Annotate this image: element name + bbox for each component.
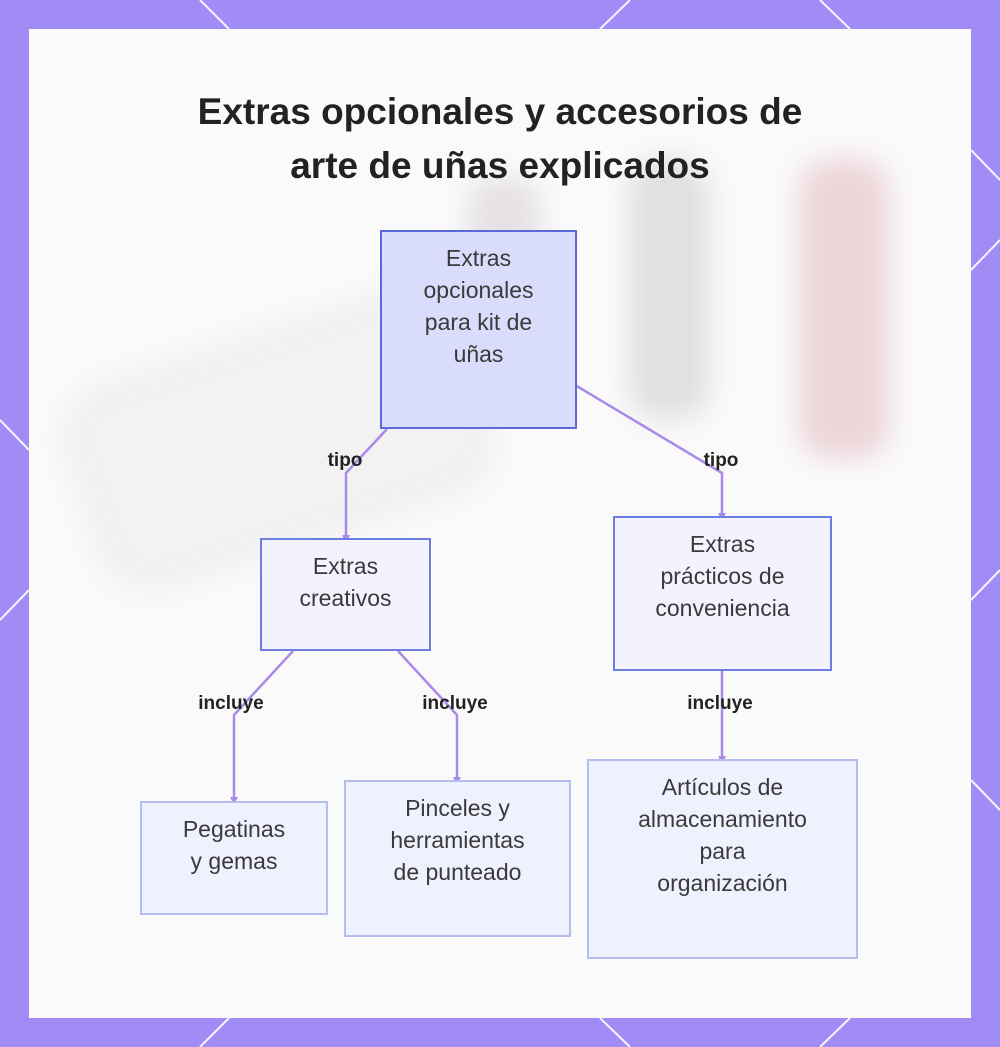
edge-label-incluye-brushes: incluye: [422, 693, 488, 714]
edge-label-tipo-left: tipo: [327, 450, 363, 471]
page-title: Extras opcionales y accesorios de arte d…: [197, 91, 803, 186]
edge-creative-brushes: [397, 650, 461, 785]
edge-root-practical: [574, 383, 726, 521]
node-creative-extras: Extras creativos: [260, 538, 431, 651]
node-root: Extras opcionales para kit de uñas: [380, 230, 577, 429]
node-stickers-gems: Pegatinas y gemas: [140, 801, 328, 915]
node-brushes-dotting-tools: Pinceles y herramientas de punteado: [344, 780, 571, 937]
edge-label-incluye-stickers: incluye: [198, 693, 264, 714]
edge-label-tipo-right: tipo: [703, 450, 739, 471]
edge-creative-stickers: [230, 650, 294, 805]
edge-label-incluye-storage: incluye: [687, 693, 753, 714]
edge-root-creative: [342, 428, 388, 543]
connector-lines: [230, 383, 726, 805]
node-practical-extras: Extras prácticos de conveniencia: [613, 516, 832, 671]
diagram-panel: Extras opcionales y accesorios de arte d…: [29, 29, 971, 1018]
node-storage-items: Artículos de almacenamiento para organiz…: [587, 759, 858, 959]
